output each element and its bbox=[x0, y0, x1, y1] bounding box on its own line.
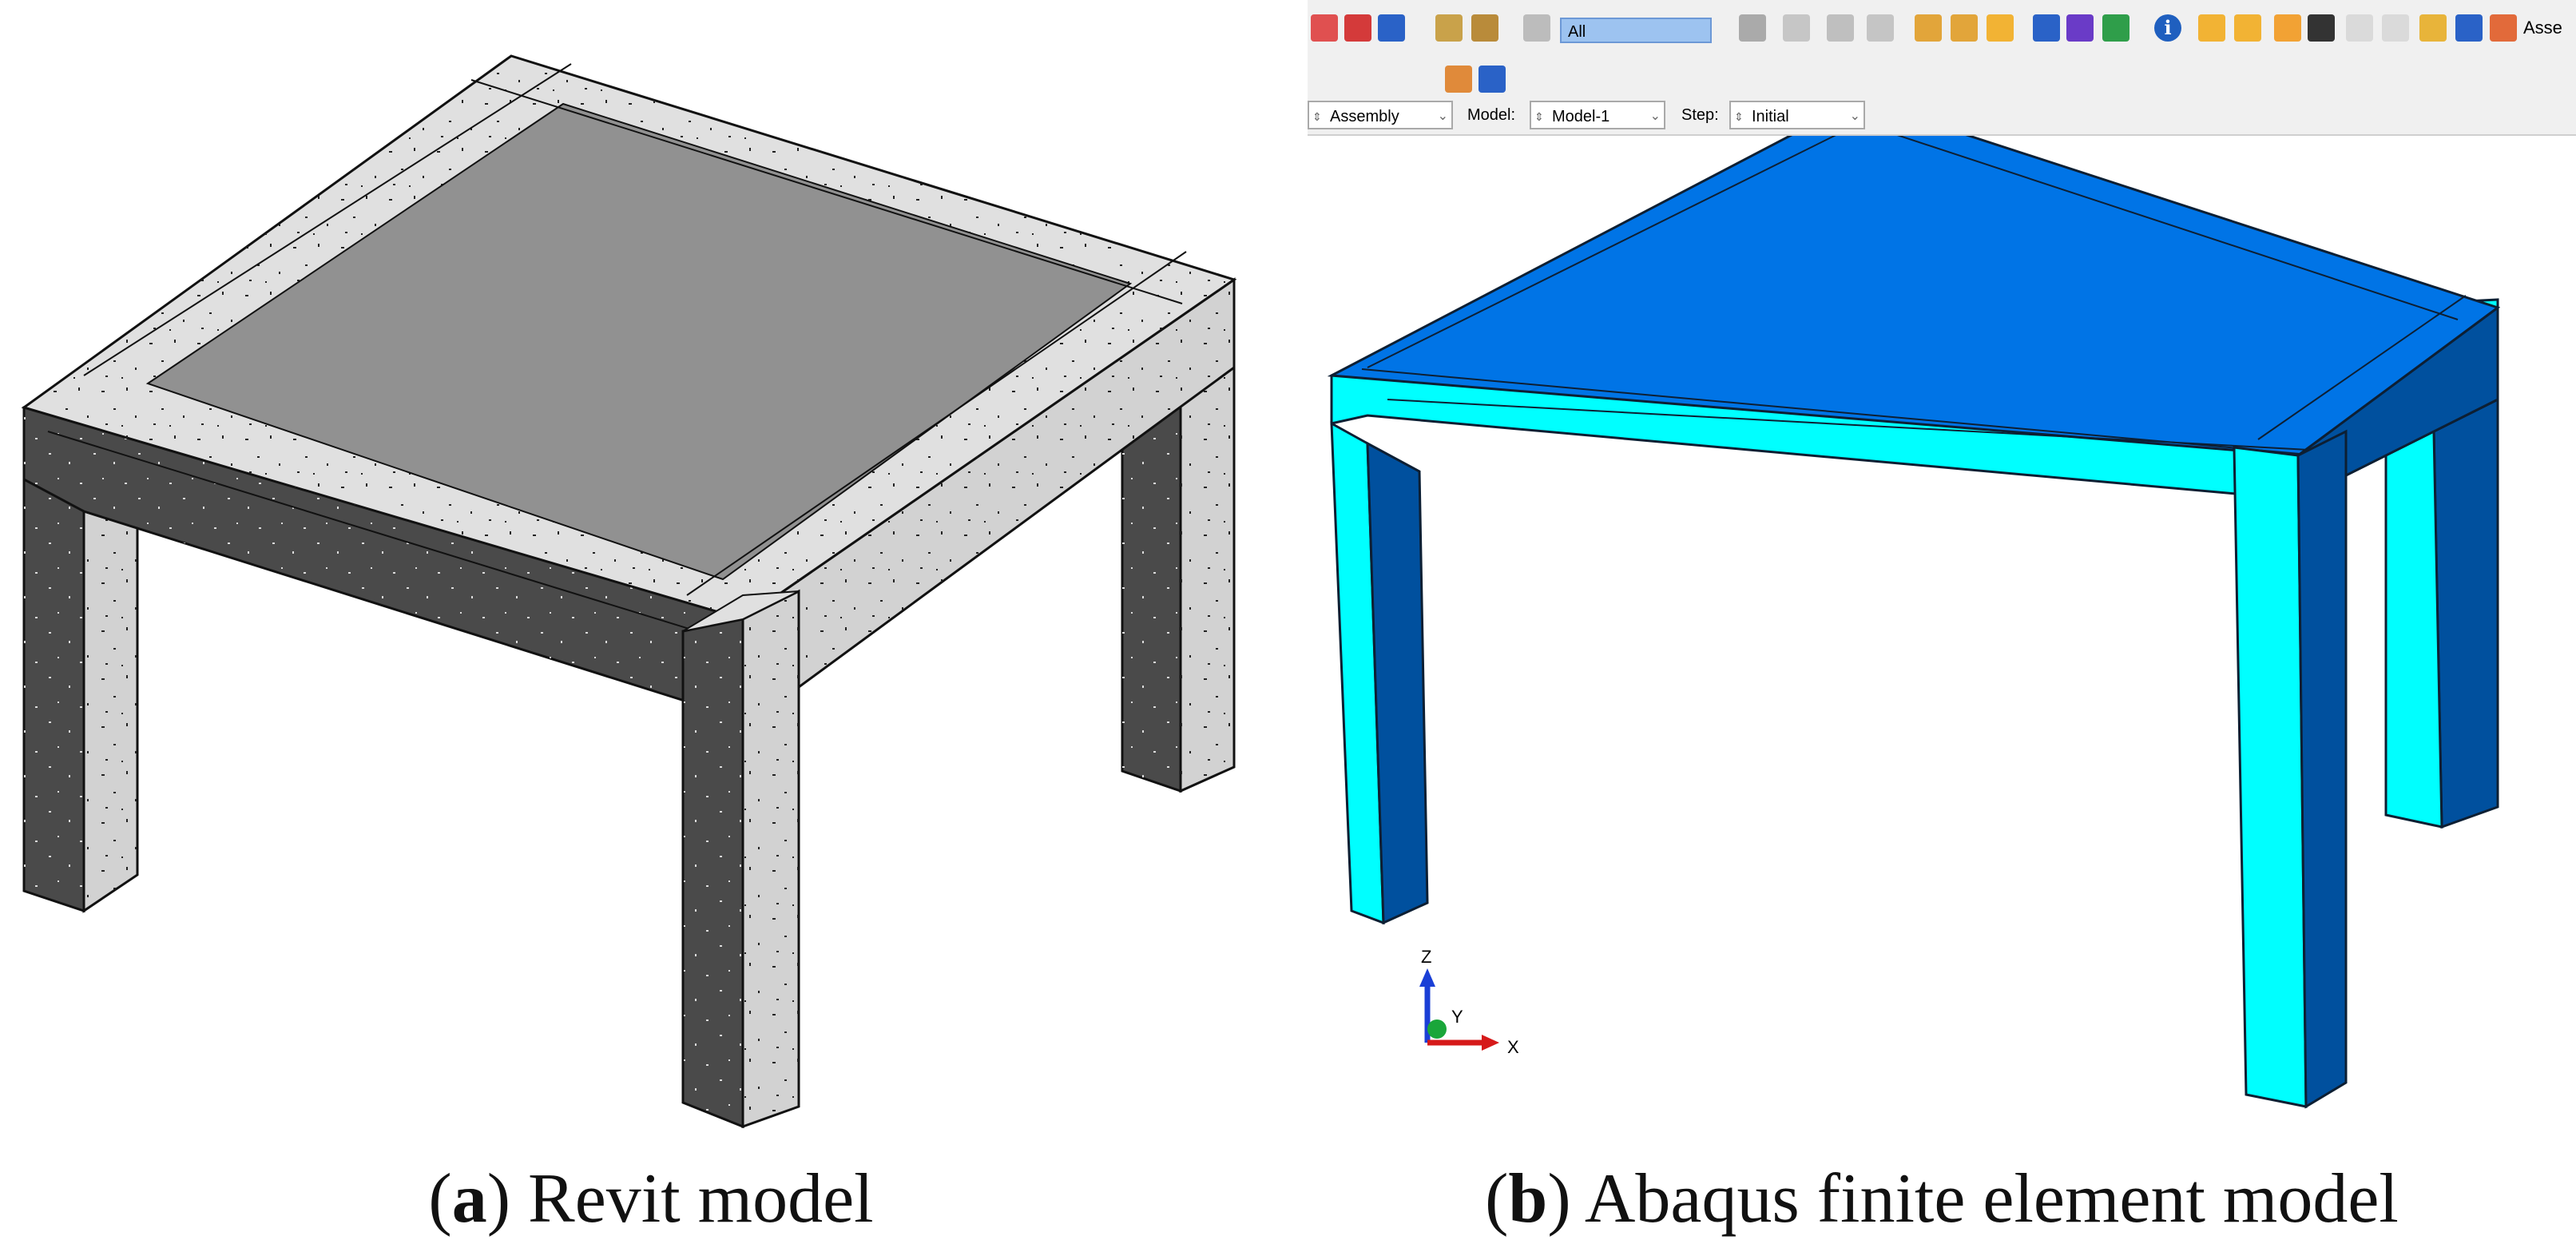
step-combo[interactable]: ⇕Initial⌄ bbox=[1729, 101, 1865, 129]
slab-panel bbox=[145, 102, 1133, 581]
model-value: Model-1 bbox=[1552, 108, 1610, 125]
caption-a-text: Revit model bbox=[510, 1160, 874, 1238]
color-code-icon[interactable] bbox=[2490, 14, 2517, 42]
selection-filter-combo[interactable]: All bbox=[1560, 18, 1712, 43]
x-axis-label: X bbox=[1507, 1037, 1519, 1057]
render-icon[interactable] bbox=[2198, 14, 2225, 42]
render-icon[interactable] bbox=[2274, 14, 2301, 42]
revit-model-view bbox=[21, 54, 1237, 1129]
front-left-column bbox=[1330, 421, 1429, 925]
module-combo[interactable]: ⇕Assembly⌄ bbox=[1308, 101, 1453, 129]
caption-a: (a) Revit model bbox=[428, 1160, 874, 1238]
color-code-icon[interactable] bbox=[2102, 14, 2129, 42]
fit-view-icon[interactable] bbox=[1344, 14, 1371, 42]
render-icon[interactable] bbox=[1471, 14, 1498, 42]
info-icon[interactable]: i bbox=[2154, 14, 2181, 42]
abaqus-toolbar-top: All i Asse bbox=[1308, 0, 2576, 64]
front-right-column bbox=[681, 589, 800, 1129]
front-right-column bbox=[2233, 429, 2348, 1109]
front-left-column bbox=[22, 405, 139, 913]
render-icon[interactable] bbox=[2234, 14, 2261, 42]
query-icon[interactable] bbox=[1827, 14, 1854, 42]
rotate-icon[interactable] bbox=[1378, 14, 1405, 42]
abaqus-model-view: Z Y X bbox=[1327, 98, 2501, 1109]
back-right-column bbox=[1121, 277, 1236, 793]
caption-a-letter: a bbox=[451, 1160, 487, 1238]
render-icon[interactable] bbox=[1915, 14, 1942, 42]
color-code-icon[interactable] bbox=[1479, 66, 1506, 93]
step-value: Initial bbox=[1752, 108, 1789, 125]
model-combo[interactable]: ⇕Model-1⌄ bbox=[1530, 101, 1665, 129]
abaqus-model-panel: All i Asse ⇕Assembly⌄ Model: ⇕Model-1⌄ bbox=[1308, 0, 2576, 1151]
caption-b-text: Abaqus finite element model bbox=[1570, 1160, 2399, 1238]
query-icon[interactable] bbox=[1739, 14, 1766, 42]
rotate-icon[interactable] bbox=[2346, 14, 2373, 42]
revit-model-panel bbox=[0, 0, 1302, 1151]
abaqus-toolbar-mid bbox=[1308, 64, 2576, 96]
render-icon[interactable] bbox=[1435, 14, 1463, 42]
render-icon[interactable] bbox=[1951, 14, 1978, 42]
y-axis-label: Y bbox=[1451, 1007, 1463, 1027]
query-icon[interactable] bbox=[1867, 14, 1894, 42]
pointer-icon[interactable] bbox=[1523, 14, 1550, 42]
render-icon[interactable] bbox=[1987, 14, 2014, 42]
z-axis-label: Z bbox=[1421, 947, 1431, 967]
zoom-icon[interactable] bbox=[1311, 14, 1338, 42]
render-icon[interactable] bbox=[1445, 66, 1472, 93]
caption-b: (b) Abaqus finite element model bbox=[1485, 1160, 2399, 1238]
back-right-column bbox=[2384, 397, 2499, 829]
context-bar: ⇕Assembly⌄ Model: ⇕Model-1⌄ Step: ⇕Initi… bbox=[1308, 96, 2576, 136]
pointer-icon[interactable] bbox=[2308, 14, 2335, 42]
step-label: Step: bbox=[1681, 106, 1719, 124]
model-label: Model: bbox=[1467, 106, 1516, 124]
color-code-icon[interactable] bbox=[2066, 14, 2094, 42]
slab-top bbox=[1327, 98, 2501, 457]
render-icon[interactable] bbox=[2419, 14, 2447, 42]
truncated-label: Asse bbox=[2523, 18, 2562, 38]
abaqus-viewport[interactable]: Z Y X bbox=[1308, 98, 2576, 1151]
color-code-icon[interactable] bbox=[2455, 14, 2483, 42]
rotate-icon[interactable] bbox=[2382, 14, 2409, 42]
slab-top bbox=[21, 54, 1237, 656]
axis-triad: Z Y X bbox=[1419, 947, 1519, 1057]
module-value: Assembly bbox=[1330, 108, 1399, 125]
query-icon[interactable] bbox=[1783, 14, 1810, 42]
color-code-icon[interactable] bbox=[2033, 14, 2060, 42]
caption-b-letter: b bbox=[1508, 1160, 1548, 1238]
